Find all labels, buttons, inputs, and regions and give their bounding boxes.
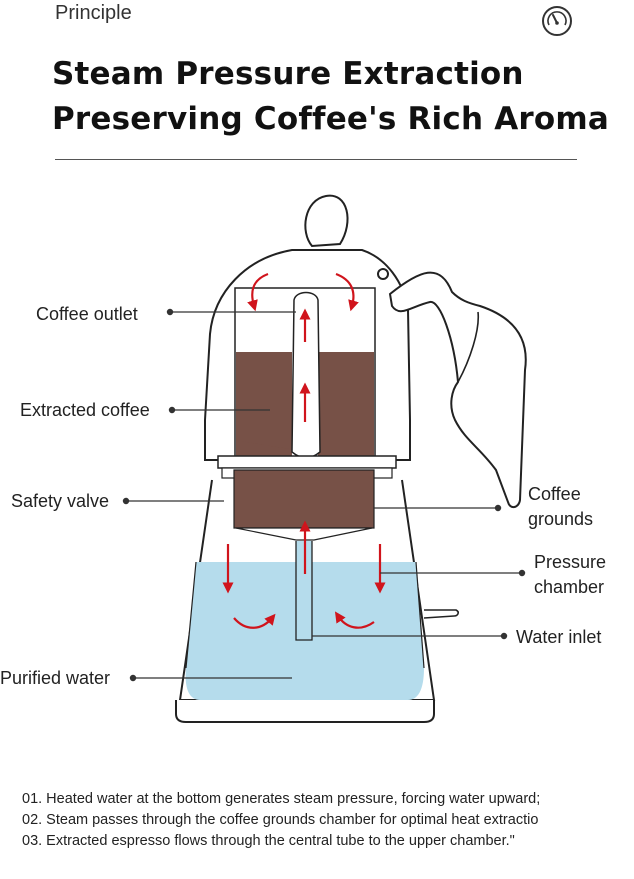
label-coffee-grounds-1: Coffee <box>528 484 581 504</box>
label-extracted-coffee: Extracted coffee <box>20 400 150 420</box>
label-water-inlet: Water inlet <box>516 627 602 647</box>
step-list: 01. Heated water at the bottom generates… <box>22 789 540 852</box>
coffee-grounds-basket <box>233 469 375 529</box>
moka-pot-diagram <box>122 194 527 723</box>
lid-knob <box>304 194 349 248</box>
label-safety-valve: Safety valve <box>11 491 110 511</box>
flow-arrows <box>222 272 386 629</box>
divider <box>55 159 577 160</box>
label-coffee-outlet: Coffee outlet <box>36 304 138 324</box>
label-pressure-chamber-2: chamber <box>534 577 605 597</box>
water-inlet-tube <box>295 541 313 641</box>
step-1: 01. Heated water at the bottom generates… <box>22 791 541 807</box>
principle-label: Principle <box>55 2 132 24</box>
leader-lines <box>122 308 526 682</box>
label-pressure-chamber-1: Pressure <box>534 552 607 572</box>
title-line-2: Preserving Coffee's Rich Aroma <box>52 101 610 137</box>
title-line-1: Steam Pressure Extraction <box>52 56 524 92</box>
step-3: 03. Extracted espresso flows through the… <box>22 833 515 849</box>
step-2: 02. Steam passes through the coffee grou… <box>22 812 539 828</box>
pot-base <box>175 700 435 723</box>
gauge-icon <box>542 6 572 36</box>
label-coffee-grounds-2: grounds <box>528 509 594 529</box>
handle <box>388 271 527 508</box>
extracted-coffee-fill <box>236 352 292 460</box>
label-purified-water: Purified water <box>0 668 111 688</box>
